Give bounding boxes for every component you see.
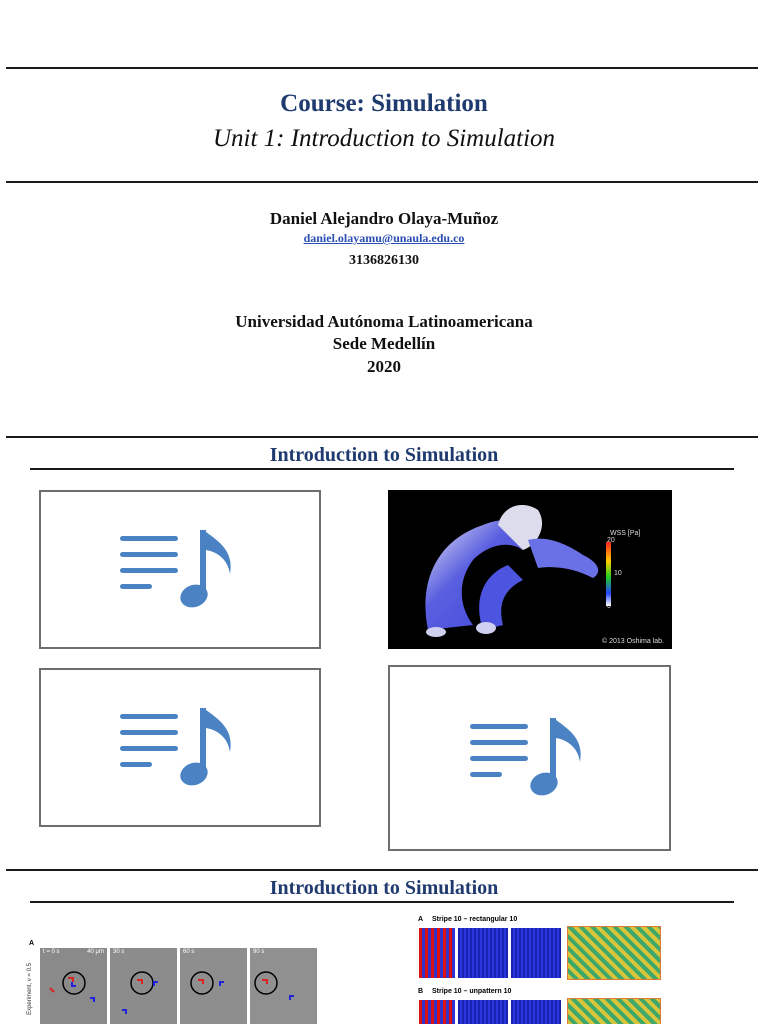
legend-max: 20 [607,537,615,544]
audio-icon [120,529,231,607]
top-rule [6,67,758,69]
slide2-title-rule [30,468,734,470]
image-credit: © 2013 Oshima lab. [602,638,664,645]
panel-label-b: B [418,988,424,995]
panel-label-a: A [29,940,35,947]
time-label: 90 s [253,949,265,955]
university-name: Universidad Autónoma Latinoamericana [235,312,533,331]
audio-placeholder-3[interactable] [388,665,671,851]
course-title: Course: Simulation [280,90,488,117]
panel-label-a: A [418,916,424,923]
author-email-link[interactable]: daniel.olayamu@unaula.edu.co [303,231,465,245]
legend-min: 0 [607,603,611,610]
cell-migration-figure: A Experiment, ν = 0.5 t = 0 s 40 μm 30 s… [26,938,326,1024]
result-panel-a [567,926,661,980]
frame-3: 60 s [180,948,247,1024]
stripe-pattern-figure: A Stripe 10 – rectangular 10 B Stripe 10… [414,914,664,1024]
simulation-panel-b1 [458,1000,508,1024]
frame-1: t = 0 s 40 μm [40,948,107,1024]
unit-title: Unit 1: Introduction to Simulation [212,125,556,152]
audio-icon [120,707,231,785]
time-label: t = 0 s [43,949,60,955]
author-name: Daniel Alejandro Olaya-Muñoz [269,209,499,228]
frame-4: 90 s [250,948,317,1024]
panel-a-title: Stripe 10 – rectangular 10 [432,916,518,923]
simulation-panel-a1 [458,928,508,978]
slide2-title: Introduction to Simulation [269,444,499,466]
axis-label: Experiment, ν = 0.5 [26,963,33,1015]
wall-shear-stress-simulation-image: WSS [Pa] 20 10 0 © 2013 Oshima lab. [388,490,672,649]
simulation-panel-b2 [511,1000,561,1024]
time-label: 30 s [113,949,125,955]
slide3-title: Introduction to Simulation [269,877,499,899]
audio-placeholder-1[interactable] [39,490,321,649]
slide2-top-rule [6,436,758,438]
slide3-title-rule [30,901,734,903]
title-bottom-rule [6,181,758,183]
audio-placeholder-2[interactable] [39,668,321,827]
result-panel-b [567,998,661,1024]
slide3-top-rule [6,869,758,871]
panel-b-title: Stripe 10 – unpattern 10 [432,988,512,995]
audio-icon [469,718,581,796]
legend-mid: 10 [614,570,622,577]
author-phone: 3136826130 [349,253,419,268]
campus-name: Sede Medellín [332,334,436,353]
scale-label: 40 μm [87,949,104,955]
frame-2: 30 s [110,948,177,1024]
stripe-pattern-b [419,1000,455,1024]
stripe-pattern-a [419,928,455,978]
year: 2020 [367,357,401,376]
legend-title: WSS [Pa] [610,530,641,537]
simulation-panel-a2 [511,928,561,978]
time-label: 60 s [183,949,195,955]
